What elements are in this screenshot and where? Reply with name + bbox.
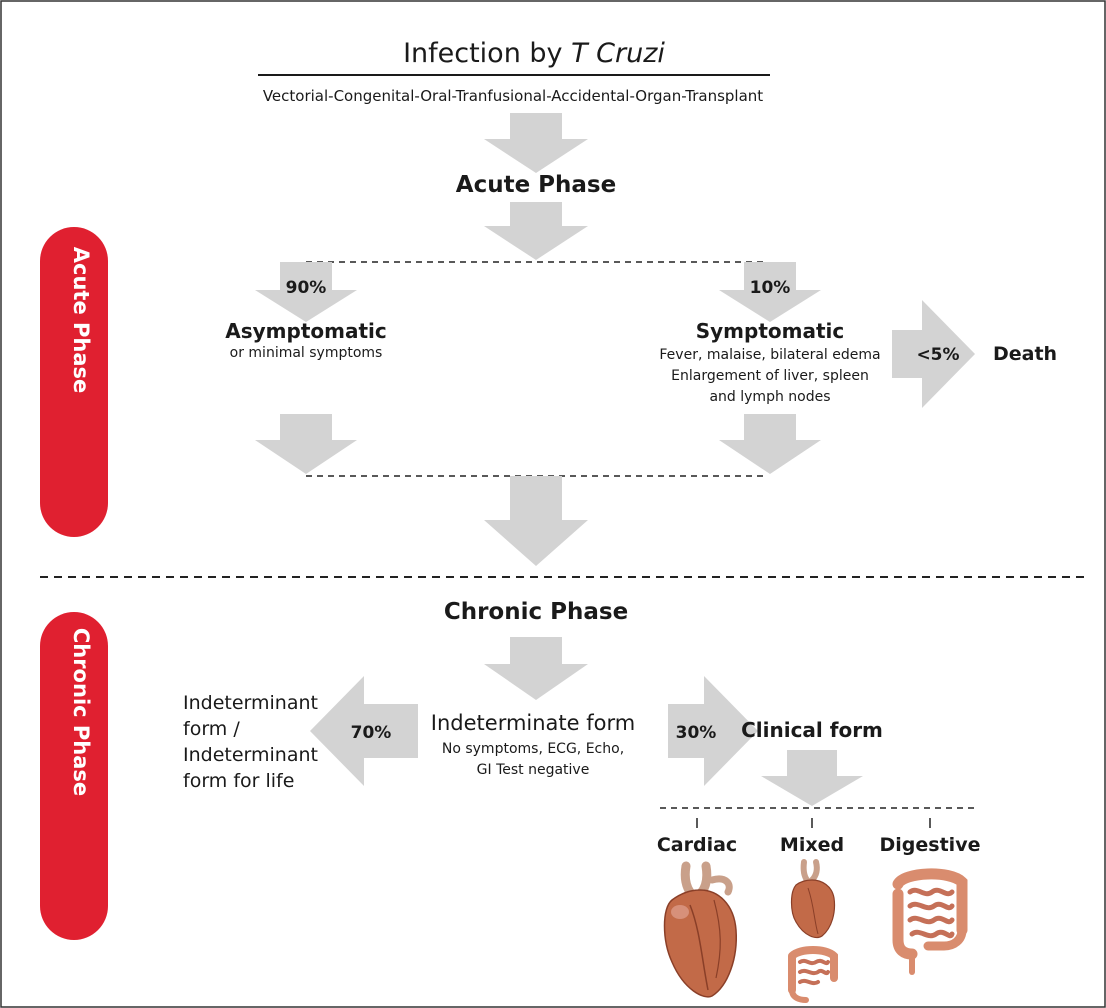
arrow-down-converge-left [255,414,357,474]
indeterminant-line-1: Indeterminant [183,692,318,714]
indeterminant-line-3: Indeterminant [183,744,318,766]
acute-phase-heading: Acute Phase [456,172,616,198]
symptomatic-title: Symptomatic [696,319,845,343]
indeterminate-line-1: No symptoms, ECG, Echo, [442,741,624,757]
digestive-intestine-illustration [892,868,968,975]
indeterminant-line-4: form for life [183,770,294,792]
asymptomatic-title: Asymptomatic [225,319,386,343]
arrow-down-clinical [761,750,863,806]
symptomatic-line-2: Enlargement of liver, spleen [671,368,869,384]
clinical-title: Clinical form [741,718,883,742]
symptomatic-pct: 10% [750,278,791,298]
chronic-side-text: Chronic Phase [69,628,93,796]
transmission-routes: Vectorial-Congenital-Oral-Tranfusional-A… [263,87,763,105]
arrow-down-infection [484,113,588,173]
arrow-down-acute [484,202,588,260]
arrow-right-clinical [668,676,758,786]
clinical-pct: 30% [676,723,717,743]
arrow-right-death [892,300,975,408]
indeterminant-pct: 70% [351,723,392,743]
symptomatic-line-1: Fever, malaise, bilateral edema [659,347,880,363]
acute-side-pill [40,227,108,537]
indeterminate-line-2: GI Test negative [477,762,590,778]
arrow-down-chronic [484,637,588,700]
mixed-label: Mixed [780,834,844,856]
chronic-side-pill [40,612,108,940]
asymptomatic-desc: or minimal symptoms [230,345,383,361]
arrow-down-symptomatic [719,262,821,322]
arrow-down-asymptomatic [255,262,357,322]
acute-side-text: Acute Phase [69,247,93,394]
death-pct: <5% [916,345,959,365]
diagram-title: Infection by T Cruzi [403,38,665,69]
death-label: Death [993,343,1057,365]
asymptomatic-pct: 90% [286,278,327,298]
cardiac-label: Cardiac [657,834,737,856]
mixed-heart-illustration [790,859,836,939]
mixed-intestine-illustration [788,946,838,1003]
digestive-label: Digestive [880,834,981,856]
arrow-down-to-chronic [484,476,588,566]
indeterminant-line-2: form / [183,718,240,740]
chronic-side-label: Chronic Phase [40,612,108,940]
acute-side-label: Acute Phase [40,227,108,537]
indeterminate-title: Indeterminate form [431,711,635,735]
cardiac-heart-illustration [663,861,737,998]
chronic-phase-heading: Chronic Phase [444,599,628,625]
symptomatic-line-3: and lymph nodes [709,389,830,405]
arrow-down-converge-right [719,414,821,474]
arrow-left-indeterminant [310,676,418,786]
